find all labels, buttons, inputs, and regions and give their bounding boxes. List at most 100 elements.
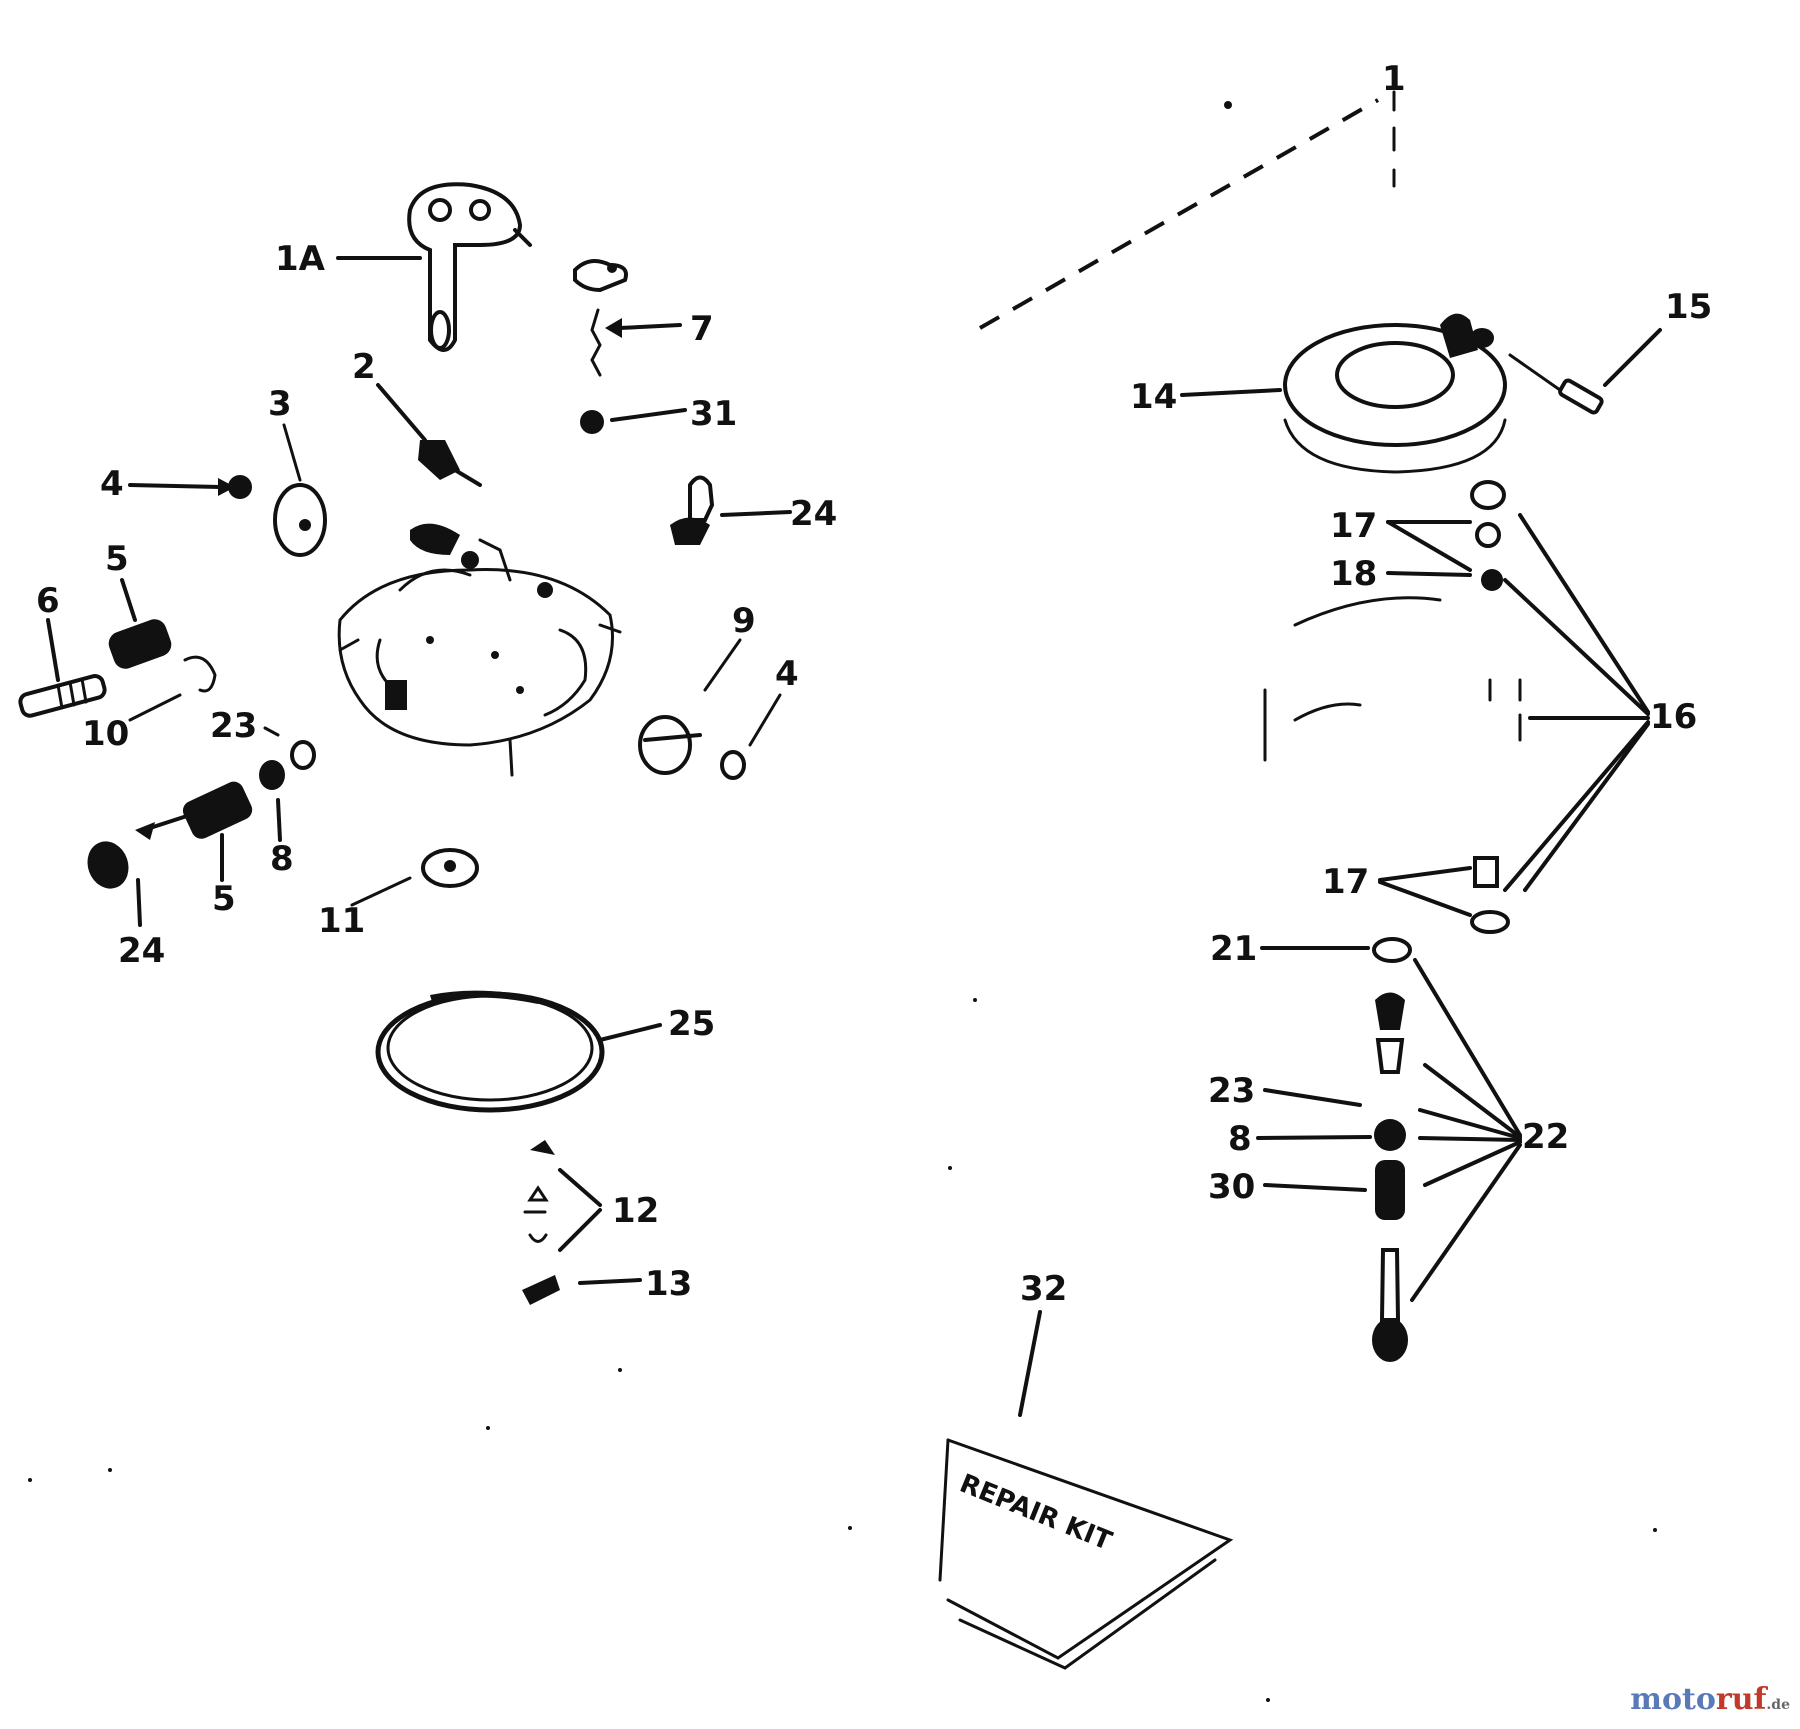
needle-parts-12 (523, 1140, 555, 1243)
pin-15 (1558, 378, 1604, 415)
leader-22c (1418, 1108, 1522, 1140)
leader-16d (1503, 720, 1650, 892)
washer-21 (1372, 937, 1412, 963)
callout-23-left: 23 (210, 706, 257, 746)
spring-5-lower (135, 781, 253, 840)
gasket-17-lower (1470, 856, 1510, 934)
callout-21: 21 (1210, 929, 1257, 969)
leader-12b (558, 1208, 602, 1252)
callout-17-lower: 17 (1322, 862, 1369, 902)
leader-11 (350, 876, 412, 907)
leader-23-right (1263, 1088, 1362, 1107)
callout-4-left: 4 (100, 464, 124, 504)
leader-14 (1180, 388, 1282, 397)
callout-2: 2 (352, 347, 376, 387)
ball-31 (580, 410, 604, 434)
leader-8-left (276, 798, 282, 842)
oring-23-left (290, 740, 316, 770)
leader-22d (1418, 1136, 1522, 1142)
callout-5-lower: 5 (212, 879, 236, 919)
float-part (407, 182, 532, 352)
leader-16e (1523, 722, 1650, 892)
callout-8-right: 8 (1228, 1119, 1252, 1159)
callout-6: 6 (36, 581, 60, 621)
callout-14: 14 (1130, 377, 1177, 417)
scan-specks (28, 998, 1657, 1702)
leader-22a (1413, 958, 1522, 1137)
float-bowl-top-14 (1283, 313, 1507, 474)
leader-10 (128, 693, 182, 722)
callout-32: 32 (1020, 1269, 1067, 1309)
watermark-suffix: .de (1766, 1697, 1790, 1713)
clip-13 (522, 1275, 560, 1305)
callout-7: 7 (690, 309, 714, 349)
seat-part-11 (421, 848, 479, 888)
leader-22e (1423, 1140, 1522, 1187)
callout-31: 31 (690, 394, 737, 434)
needle-valve-part (418, 440, 482, 487)
leader-7 (618, 323, 682, 330)
main-jet-assembly (1372, 992, 1408, 1362)
spring-5-top (108, 619, 172, 669)
leader-4-left (128, 483, 222, 489)
callout-24-lower: 24 (118, 931, 165, 971)
leader-16c (1503, 578, 1650, 716)
callout-17-upper: 17 (1330, 506, 1377, 546)
washer-17-upper (1475, 522, 1501, 548)
nut-18 (1481, 569, 1503, 591)
arrowhead-7 (605, 318, 622, 338)
callout-3: 3 (268, 384, 292, 424)
callout-13: 13 (645, 1264, 692, 1304)
watermark-text-2: ruf (1715, 1682, 1767, 1717)
callout-25: 25 (668, 1004, 715, 1044)
leader-32 (1018, 1310, 1042, 1417)
callout-9: 9 (732, 601, 756, 641)
screw-4-left (228, 475, 252, 499)
leader-23-left (263, 726, 280, 737)
callout-18: 18 (1330, 554, 1377, 594)
callout-22: 22 (1522, 1117, 1569, 1157)
leader-30 (1263, 1183, 1367, 1192)
leader-5-top (120, 578, 137, 622)
leader-4-right (748, 693, 782, 747)
leader-17-lower-a (1378, 866, 1472, 882)
idle-screw-6 (18, 674, 107, 718)
repair-kit-box: REPAIR KIT (938, 1438, 1234, 1670)
leader-24-upper (720, 510, 792, 517)
leader-9 (703, 638, 742, 692)
callout-1a: 1A (275, 239, 326, 279)
leader-22b (1423, 1063, 1522, 1139)
gasket-25 (375, 990, 605, 1113)
washer-8-left (259, 760, 285, 790)
callout-8-left: 8 (270, 839, 294, 879)
leader-17-upper-b (1386, 520, 1472, 572)
watermark-logo: motoruf.de (1630, 1682, 1790, 1717)
arrowhead-4-left (218, 478, 235, 496)
callout-1: 1 (1382, 59, 1406, 99)
dash-15 (1508, 353, 1562, 392)
leader-17-lower-b (1378, 880, 1472, 917)
leader-24-lower (136, 878, 142, 927)
leader-25 (598, 1023, 662, 1042)
spring-10 (183, 655, 217, 693)
callout-23-right: 23 (1208, 1071, 1255, 1111)
leader-6 (46, 618, 60, 682)
screw-4-right (720, 750, 746, 780)
lever-part-24 (670, 475, 715, 545)
leader-3 (282, 423, 302, 482)
callout-5-top: 5 (105, 539, 129, 579)
screw-24-lower (87, 841, 129, 889)
leader-18 (1386, 571, 1472, 577)
throttle-plate-3 (273, 483, 327, 557)
leader-16b (1518, 513, 1650, 714)
dashed-connector (979, 90, 1396, 330)
callout-4-right: 4 (775, 654, 799, 694)
leader-12a (558, 1168, 602, 1207)
leader-2 (376, 383, 427, 442)
watermark-text-1: moto (1630, 1682, 1716, 1717)
leader-8-right (1256, 1135, 1372, 1140)
float-bowl-16 (1263, 596, 1522, 762)
repair-kit-label: REPAIR KIT (955, 1469, 1116, 1557)
